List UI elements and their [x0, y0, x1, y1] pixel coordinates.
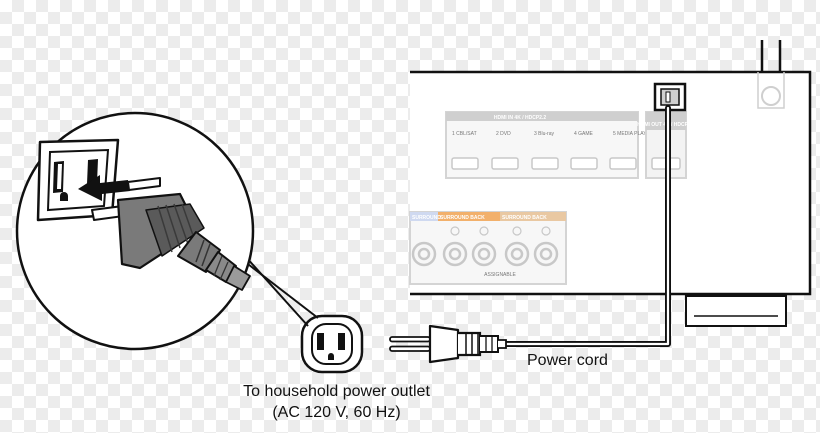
insert-arrow-icon — [78, 175, 130, 201]
antenna-icon — [757, 40, 785, 109]
wall-outlet-icon — [300, 314, 364, 374]
outlet-caption-line2: (AC 120 V, 60 Hz) — [272, 404, 401, 421]
hdmi-input-panel: HDMI IN 4K / HDCP2.2 1 CBL/SAT 2 DVD 3 B… — [445, 111, 654, 179]
hdmi-port-label: 1 CBL/SAT — [452, 131, 477, 137]
power-cord-label: Power cord — [527, 352, 608, 369]
speaker-label-surround: SURROUND — [412, 215, 441, 221]
hdmi-port-4: 4 GAME — [570, 131, 598, 170]
hdmi-port-5: 5 MEDIA PLAYER — [609, 131, 654, 170]
power-plug-icon — [389, 324, 507, 364]
speaker-label-assignable: ASSIGNABLE — [484, 272, 516, 278]
hdmi-port-1: 1 CBL/SAT — [451, 131, 479, 170]
hdmi-port-label: 2 DVD — [496, 131, 511, 137]
speaker-terminal-panel: SURROUND SURROUND BACK SURROUND BACK ASS… — [409, 211, 567, 285]
hdmi-port-2: 2 DVD — [491, 131, 519, 170]
hdmi-panel-header: HDMI IN 4K / HDCP2.2 — [494, 115, 546, 121]
hdmi-port-3: 3 Blu-ray — [531, 131, 559, 170]
power-cord-cable — [502, 105, 671, 347]
speaker-label-surround-back: SURROUND BACK — [440, 215, 485, 221]
hdmi-port-label: 3 Blu-ray — [534, 131, 555, 137]
hdmi-port-label: 5 MEDIA PLAYER — [613, 131, 654, 137]
large-plug-icon — [91, 177, 251, 291]
ac-inlet — [653, 82, 687, 112]
speaker-label-surround-back-assignable: SURROUND BACK — [502, 215, 547, 221]
outlet-caption-line1: To household power outlet — [243, 383, 430, 400]
receiver-foot — [685, 295, 787, 327]
hdmi-port-label: 4 GAME — [574, 131, 594, 137]
outlet-caption: To household power outlet (AC 120 V, 60 … — [214, 381, 459, 423]
